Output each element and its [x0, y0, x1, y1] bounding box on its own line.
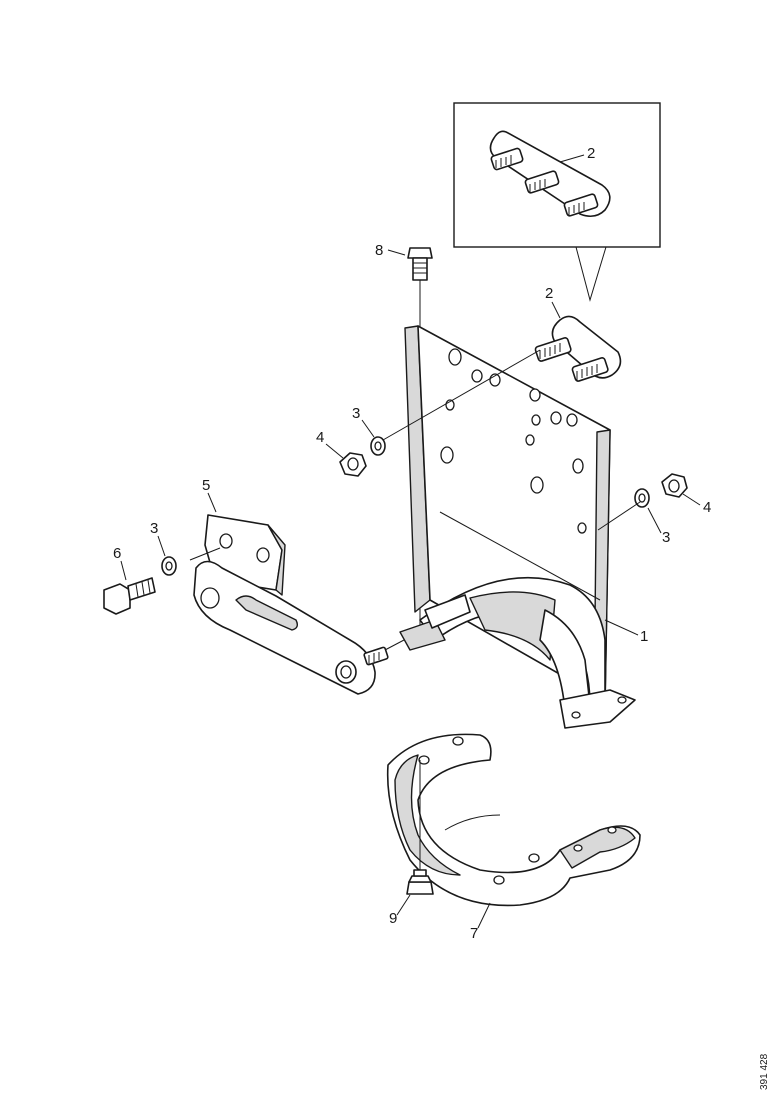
callout-2: 2 [545, 285, 553, 302]
bracket-plate-1 [399, 325, 636, 729]
callout-3-right: 3 [662, 529, 670, 546]
stud-2a [534, 337, 572, 362]
callout-4-right: 4 [703, 499, 711, 516]
inset-stud-3 [563, 193, 599, 217]
stud-plate-2 [534, 315, 622, 382]
inset-stud-1 [490, 147, 524, 171]
callout-9: 9 [389, 910, 397, 927]
drawing-code: 391 428 [759, 1053, 770, 1090]
callout-7: 7 [470, 925, 478, 942]
nut-4-left [339, 452, 367, 477]
callout-4-left: 4 [316, 429, 324, 446]
callout-2-inset: 2 [587, 145, 595, 162]
bolt-8 [407, 247, 433, 281]
stud-2b [571, 357, 609, 382]
bolt-6 [103, 577, 156, 615]
bolt-9 [406, 869, 434, 895]
inset-pointer [575, 246, 607, 302]
callout-3-upper: 3 [352, 405, 360, 422]
callout-8: 8 [375, 242, 383, 259]
callout-3-left: 3 [150, 520, 158, 537]
nut-4-right [661, 473, 688, 498]
callout-6: 6 [113, 545, 121, 562]
lower-strap-7 [386, 733, 641, 907]
washer-3-upper [370, 436, 386, 456]
callout-1: 1 [640, 628, 648, 645]
arm-stud [363, 646, 389, 666]
inset-detail: 2 [453, 102, 661, 248]
washer-3-left [161, 556, 177, 576]
support-arm-5 [193, 514, 376, 695]
callout-5: 5 [202, 477, 210, 494]
inset-stud-2 [524, 170, 560, 194]
